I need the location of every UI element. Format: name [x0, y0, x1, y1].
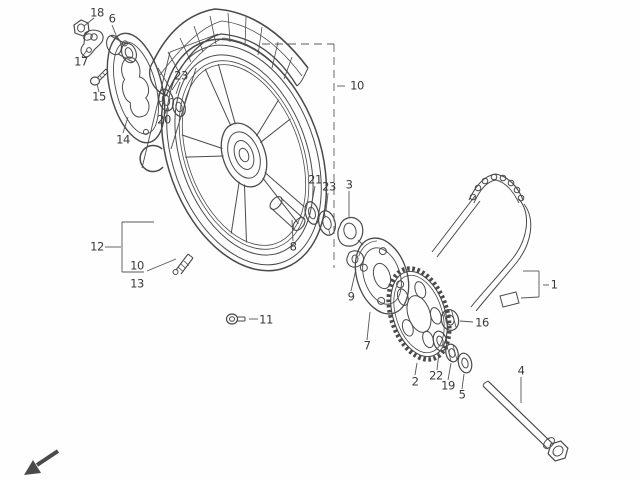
- direction-arrow: [24, 449, 60, 475]
- part-callout-16: 16: [475, 315, 489, 330]
- part-callout-4: 4: [517, 363, 525, 378]
- part-callout-10: 10: [130, 258, 144, 273]
- subassembly-dashed-lines: [262, 43, 348, 268]
- part-callout-6: 6: [108, 11, 116, 26]
- stopper-bolt-15: [89, 68, 109, 86]
- part-callout-19: 19: [441, 378, 455, 393]
- part-callout-7: 7: [363, 338, 371, 353]
- part-callout-3: 3: [345, 177, 353, 192]
- washer-5: [457, 352, 473, 374]
- tire-valve: [172, 253, 194, 275]
- lock-washer-22: [432, 330, 448, 352]
- part-callout-20: 20: [157, 112, 171, 127]
- part-callout-2: 2: [411, 374, 419, 389]
- part-callout-14: 14: [116, 132, 130, 147]
- part-callout-1: 1: [550, 277, 558, 292]
- rear-axle: [482, 380, 569, 462]
- bearing-23-right: [318, 210, 336, 236]
- part-callout-13: 13: [130, 276, 144, 291]
- part-callout-21: 21: [308, 172, 322, 187]
- nut-19: [445, 343, 459, 363]
- washer-21: [304, 201, 320, 225]
- part-callout-23: 23: [322, 179, 336, 194]
- side-collar-6: [106, 34, 137, 64]
- wheel-rim-and-spokes: [160, 38, 328, 272]
- bearing-group-plane: [141, 33, 219, 169]
- brake-panel: [106, 32, 166, 144]
- wheel-bearing-20: [158, 88, 174, 112]
- part-callout-8: 8: [289, 239, 297, 254]
- part-callout-9: 9: [347, 289, 355, 304]
- part-callout-12: 12: [90, 239, 104, 254]
- part-callout-11: 11: [259, 312, 273, 327]
- leader-lines: [81, 17, 549, 403]
- part-callout-10: 10: [350, 78, 364, 93]
- sprocket-nut-16: [440, 309, 460, 331]
- circlip: [139, 144, 164, 173]
- axle-spacer-8: [269, 196, 306, 231]
- part-callout-18: 18: [90, 5, 104, 20]
- drive-chain: [431, 173, 532, 312]
- sprocket: [386, 266, 452, 362]
- part-callout-5: 5: [458, 387, 466, 402]
- part-callout-17: 17: [74, 54, 88, 69]
- bolt-11: [225, 313, 246, 325]
- bearing-retainer-3: [337, 216, 364, 247]
- part-callout-23: 23: [174, 68, 188, 83]
- part-callout-15: 15: [92, 89, 106, 104]
- dust-seal-23-left: [172, 97, 186, 117]
- part-callout-22: 22: [429, 368, 443, 383]
